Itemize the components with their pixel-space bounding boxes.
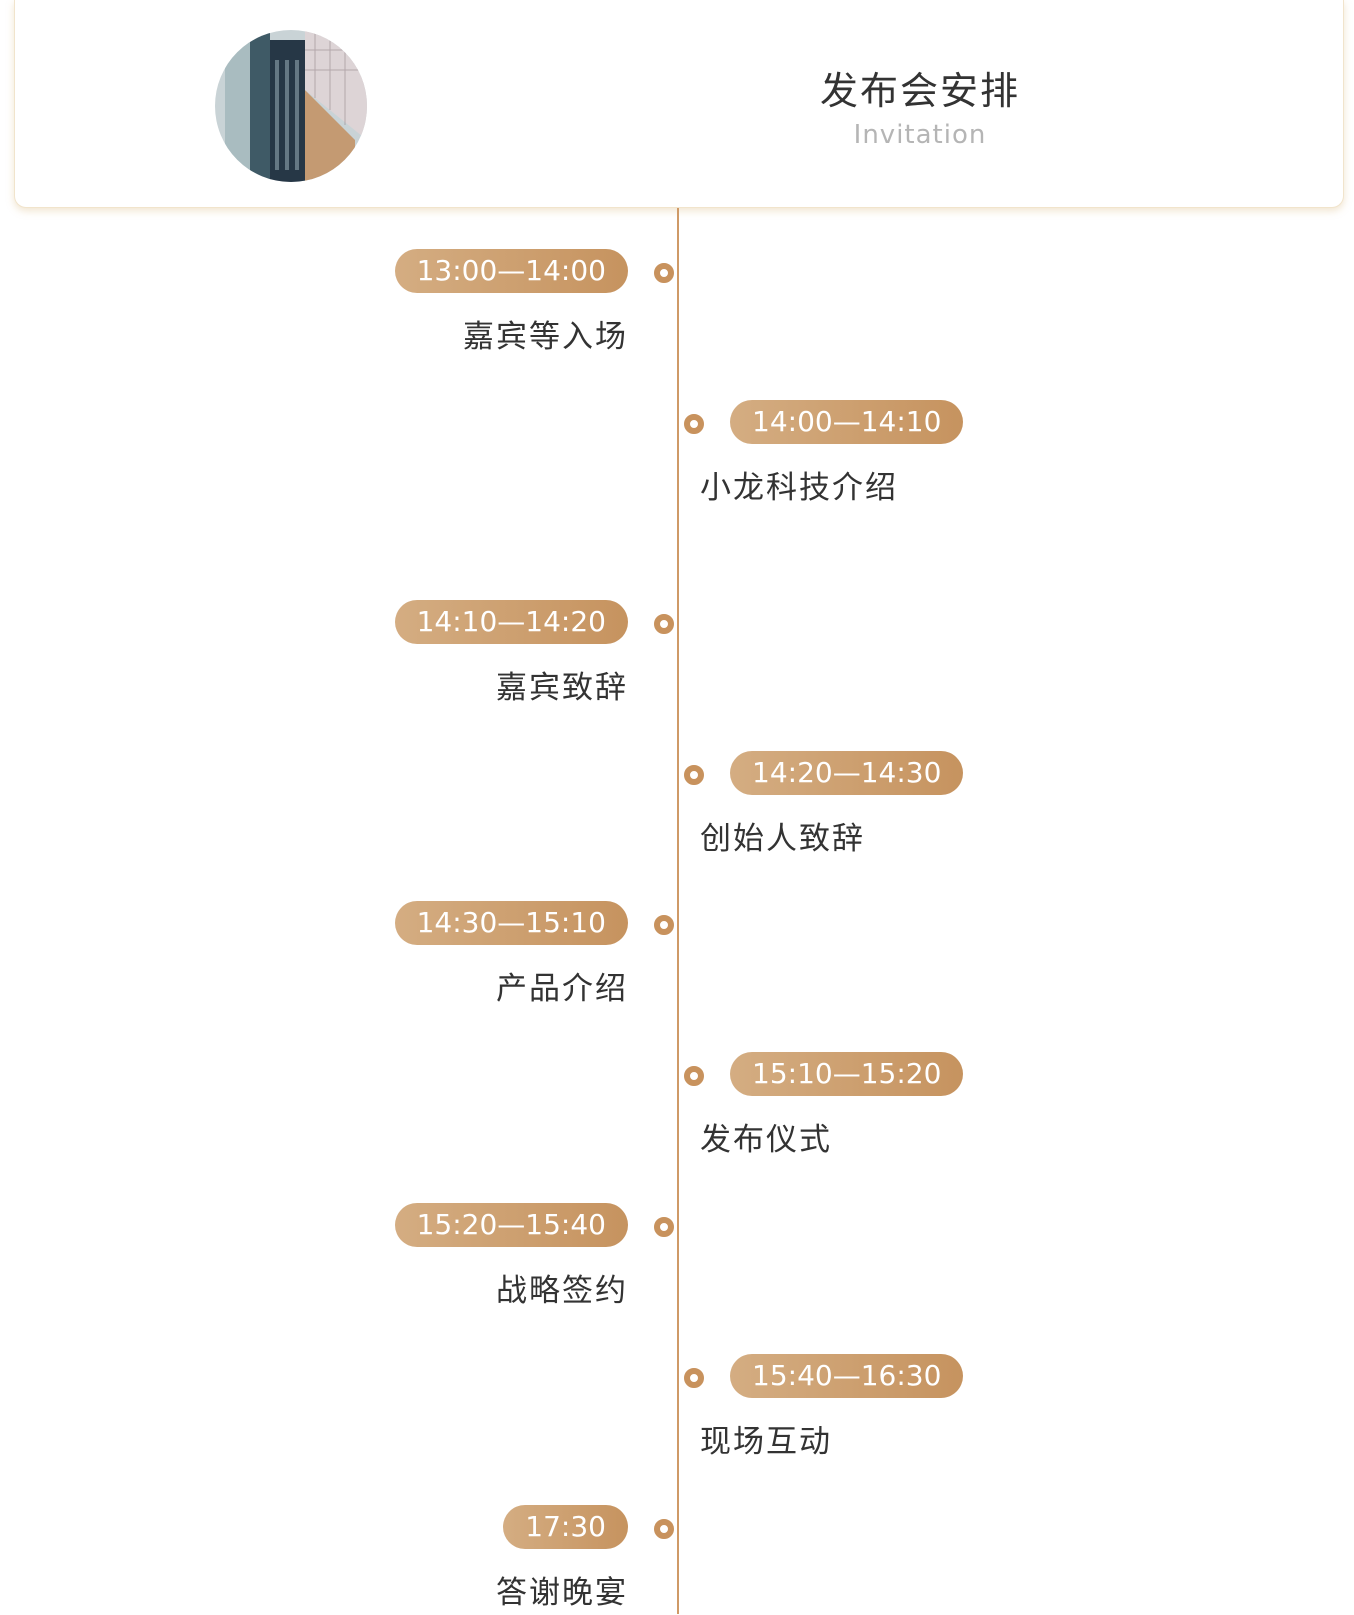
timeline-item: 17:30 答谢晚宴 [0,1505,674,1615]
timeline-item: 14:00—14:10 小龙科技介绍 [684,400,1230,510]
time-badge: 17:30 [503,1505,628,1549]
timeline-dot-icon [654,263,674,283]
timeline-dot-icon [684,1368,704,1388]
event-label: 战略签约 [496,1273,628,1309]
time-badge: 14:00—14:10 [730,400,964,444]
timeline-item: 14:30—15:10 产品介绍 [0,901,674,1011]
timeline-item: 13:00—14:00 嘉宾等入场 [0,249,674,359]
header-card: 发布会安排 Invitation [14,0,1344,208]
time-badge: 14:30—15:10 [394,901,628,945]
timeline-item: 14:20—14:30 创始人致辞 [684,751,1230,861]
event-label: 小龙科技介绍 [700,470,898,506]
timeline-dot-icon [654,915,674,935]
time-badge: 14:10—14:20 [394,600,628,644]
event-label: 答谢晚宴 [496,1575,628,1611]
event-label: 嘉宾等入场 [463,319,628,355]
timeline-dot-icon [654,1519,674,1539]
page-title: 发布会安排 [819,69,1020,113]
time-badge: 15:10—15:20 [730,1052,964,1096]
timeline-item: 15:10—15:20 发布仪式 [684,1052,1230,1162]
building-avatar-image [215,30,367,182]
event-label: 现场互动 [700,1424,832,1460]
event-label: 嘉宾致辞 [496,670,628,706]
timeline-dot-icon [684,765,704,785]
time-badge: 15:20—15:40 [394,1203,628,1247]
event-label: 创始人致辞 [700,821,865,857]
timeline-dot-icon [684,1066,704,1086]
time-badge: 14:20—14:30 [730,751,964,795]
timeline-axis [677,208,679,1614]
timeline-item: 15:20—15:40 战略签约 [0,1203,674,1313]
timeline-dot-icon [654,614,674,634]
page-subtitle: Invitation [853,120,987,150]
timeline-item: 14:10—14:20 嘉宾致辞 [0,600,674,710]
timeline-dot-icon [684,414,704,434]
time-badge: 13:00—14:00 [394,249,628,293]
time-badge: 15:40—16:30 [730,1354,964,1398]
event-label: 产品介绍 [496,971,628,1007]
timeline-item: 15:40—16:30 现场互动 [684,1354,1230,1464]
timeline-dot-icon [654,1217,674,1237]
event-label: 发布仪式 [700,1122,832,1158]
